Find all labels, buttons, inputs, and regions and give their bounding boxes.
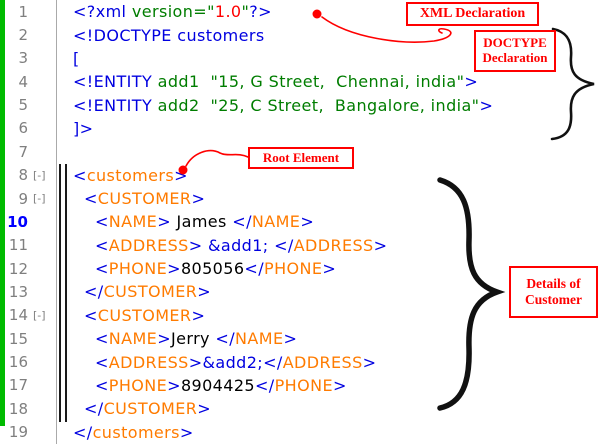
code-line-14[interactable]: 14 [-] <CUSTOMER>: [0, 304, 600, 327]
line-number: 18: [8, 399, 28, 418]
callout-customer-details-label: Details of Customer: [525, 276, 582, 307]
fold-marker[interactable]: [-]: [33, 168, 46, 182]
code-line-4[interactable]: 4 <!ENTITY add1 "15, G Street, Chennai, i…: [0, 70, 600, 93]
code-text[interactable]: </CUSTOMER>: [83, 282, 212, 302]
line-number: 4: [18, 72, 28, 91]
code-line-13[interactable]: 13 </CUSTOMER>: [0, 280, 600, 303]
code-line-9[interactable]: 9 [-] <CUSTOMER>: [0, 187, 600, 210]
code-line-5[interactable]: 5 <!ENTITY add2 "25, C Street, Bangalore,…: [0, 93, 600, 116]
code-text[interactable]: [: [73, 48, 80, 68]
code-line-17[interactable]: 17 <PHONE>8904425</PHONE>: [0, 374, 600, 397]
line-number: 14: [8, 306, 28, 325]
callout-xml-declaration-label: XML Declaration: [419, 5, 526, 21]
code-text[interactable]: <CUSTOMER>: [83, 189, 206, 209]
fold-marker[interactable]: [-]: [33, 308, 46, 322]
gutter-accent-bar: [0, 0, 5, 426]
code-line-15[interactable]: 15 <NAME>Jerry </NAME>: [0, 327, 600, 350]
gutter-separator-line: [56, 0, 57, 444]
callout-root-element-label: Root Element: [262, 149, 340, 165]
code-text[interactable]: <?xml version="1.0"?>: [73, 2, 272, 22]
line-number: 3: [18, 49, 28, 68]
line-number: 9: [18, 189, 28, 208]
code-text[interactable]: </CUSTOMER>: [83, 399, 212, 419]
line-number: 10: [7, 212, 28, 231]
code-line-18[interactable]: 18 </CUSTOMER>: [0, 397, 600, 420]
code-text[interactable]: <!DOCTYPE customers: [73, 25, 265, 45]
code-line-12[interactable]: 12 <PHONE>805056</PHONE>: [0, 257, 600, 280]
line-number: 7: [18, 142, 28, 161]
code-text[interactable]: <ADDRESS> &add1; </ADDRESS>: [94, 235, 388, 255]
line-number: 8: [18, 166, 28, 185]
line-number: 5: [18, 96, 28, 115]
code-line-19[interactable]: 19 </customers>: [0, 420, 600, 443]
line-number: 16: [8, 353, 28, 372]
line-number: 6: [18, 119, 28, 138]
fold-marker[interactable]: [-]: [33, 192, 46, 206]
line-number: 17: [8, 376, 28, 395]
code-text[interactable]: <ADDRESS>&add2;</ADDRESS>: [94, 352, 377, 372]
code-text[interactable]: <NAME> James </NAME>: [94, 212, 315, 232]
code-text[interactable]: <CUSTOMER>: [83, 305, 206, 325]
callout-doctype-declaration-label: DOCTYPE Declaration: [482, 35, 548, 65]
callout-doctype-declaration: DOCTYPE Declaration: [474, 30, 556, 72]
line-number: 13: [8, 282, 28, 301]
code-line-10[interactable]: 10 <NAME> James </NAME>: [0, 210, 600, 233]
code-text[interactable]: <PHONE>8904425</PHONE>: [94, 375, 347, 395]
code-line-6[interactable]: 6 ]>: [0, 117, 600, 140]
code-line-11[interactable]: 11 <ADDRESS> &add1; </ADDRESS>: [0, 234, 600, 257]
line-number: 15: [8, 329, 28, 348]
line-number: 1: [18, 2, 28, 21]
code-text[interactable]: <customers>: [73, 165, 188, 185]
code-line-7[interactable]: 7: [0, 140, 600, 163]
fold-guide-line: [59, 164, 67, 422]
code-line-2[interactable]: 2 <!DOCTYPE customers: [0, 23, 600, 46]
code-text[interactable]: ]>: [73, 118, 94, 138]
code-text[interactable]: <!ENTITY add1 "15, G Street, Chennai, in…: [73, 72, 479, 92]
code-line-16[interactable]: 16 <ADDRESS>&add2;</ADDRESS>: [0, 350, 600, 373]
callout-root-element: Root Element: [248, 147, 354, 169]
code-text[interactable]: <NAME>Jerry </NAME>: [94, 329, 298, 349]
line-number: 12: [8, 259, 28, 278]
line-number: 11: [8, 236, 28, 255]
callout-customer-details: Details of Customer: [509, 266, 598, 318]
code-line-1[interactable]: 1 <?xml version="1.0"?>: [0, 0, 600, 23]
line-number: 2: [18, 26, 28, 45]
code-text[interactable]: </customers>: [73, 422, 194, 442]
callout-xml-declaration: XML Declaration: [406, 2, 539, 26]
line-number: 19: [8, 423, 28, 442]
code-line-3[interactable]: 3[: [0, 47, 600, 70]
code-text[interactable]: <!ENTITY add2 "25, C Street, Bangalore, …: [73, 95, 494, 115]
code-text[interactable]: <PHONE>805056</PHONE>: [94, 259, 337, 279]
